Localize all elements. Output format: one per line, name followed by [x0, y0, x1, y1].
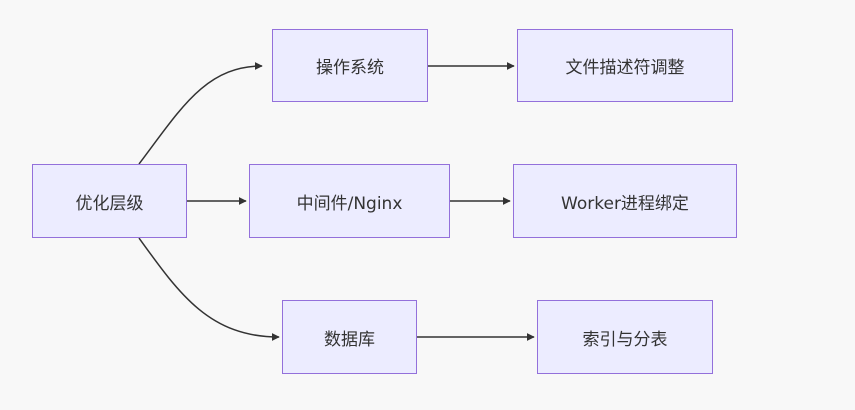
- node-database: 数据库: [282, 300, 417, 374]
- node-label: 索引与分表: [582, 329, 668, 350]
- node-middleware-nginx: 中间件/Nginx: [249, 164, 450, 238]
- node-index-and-sharding: 索引与分表: [537, 300, 713, 374]
- node-label: 操作系统: [316, 58, 384, 78]
- node-optimization-levels: 优化层级: [32, 164, 187, 238]
- edge-root-os: [138, 62, 263, 165]
- node-label: 中间件/Nginx: [296, 193, 403, 214]
- node-worker-binding: Worker进程绑定: [513, 164, 737, 238]
- node-label: Worker进程绑定: [561, 193, 689, 214]
- node-label: 文件描述符调整: [565, 58, 685, 78]
- edge-root-db: [138, 237, 280, 341]
- node-label: 优化层级: [75, 193, 144, 214]
- node-label: 数据库: [324, 329, 375, 350]
- node-file-descriptor-tuning: 文件描述符调整: [517, 29, 733, 102]
- node-operating-system: 操作系统: [272, 29, 428, 102]
